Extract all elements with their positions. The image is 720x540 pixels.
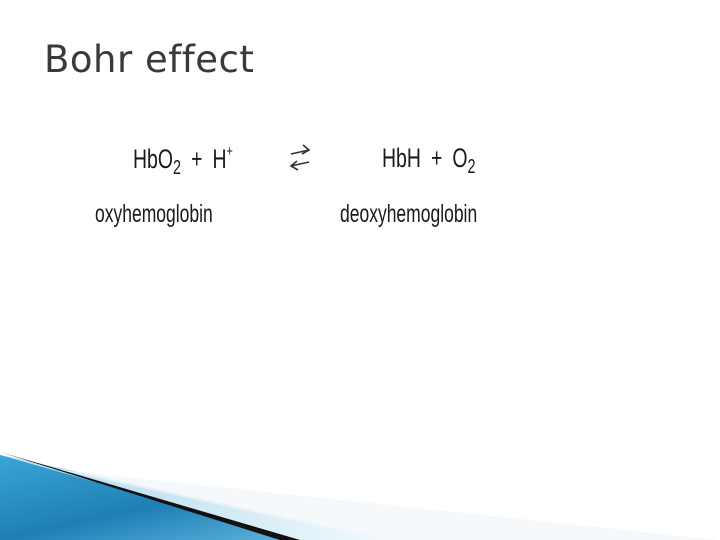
- o-subscript: 2: [467, 156, 476, 178]
- plus-sign-right: +: [430, 143, 443, 173]
- hbo2-formula: HbO2: [133, 144, 181, 179]
- o-text: O: [452, 143, 468, 173]
- hbo-text: HbO: [133, 144, 173, 174]
- faint-swoosh: [60, 470, 720, 540]
- slide-title: Bohr effect: [44, 38, 255, 81]
- plus-sign-left: +: [191, 144, 203, 174]
- equilibrium-arrows-icon: [289, 144, 311, 171]
- o2-formula: O2: [452, 143, 475, 178]
- hbo-subscript: 2: [172, 157, 181, 179]
- h-text: H: [212, 144, 227, 174]
- oxyhemoglobin-label: oxyhemoglobin: [95, 200, 213, 228]
- h-superscript: +: [226, 143, 233, 160]
- deoxyhemoglobin-label: deoxyhemoglobin: [340, 200, 478, 228]
- proton-formula: H+: [212, 143, 233, 174]
- dark-swoosh-line: [0, 452, 300, 540]
- equation-right: HbH + O2: [382, 143, 476, 179]
- hbh-formula: HbH: [382, 143, 421, 173]
- equation-left: HbO2+H+: [133, 143, 233, 180]
